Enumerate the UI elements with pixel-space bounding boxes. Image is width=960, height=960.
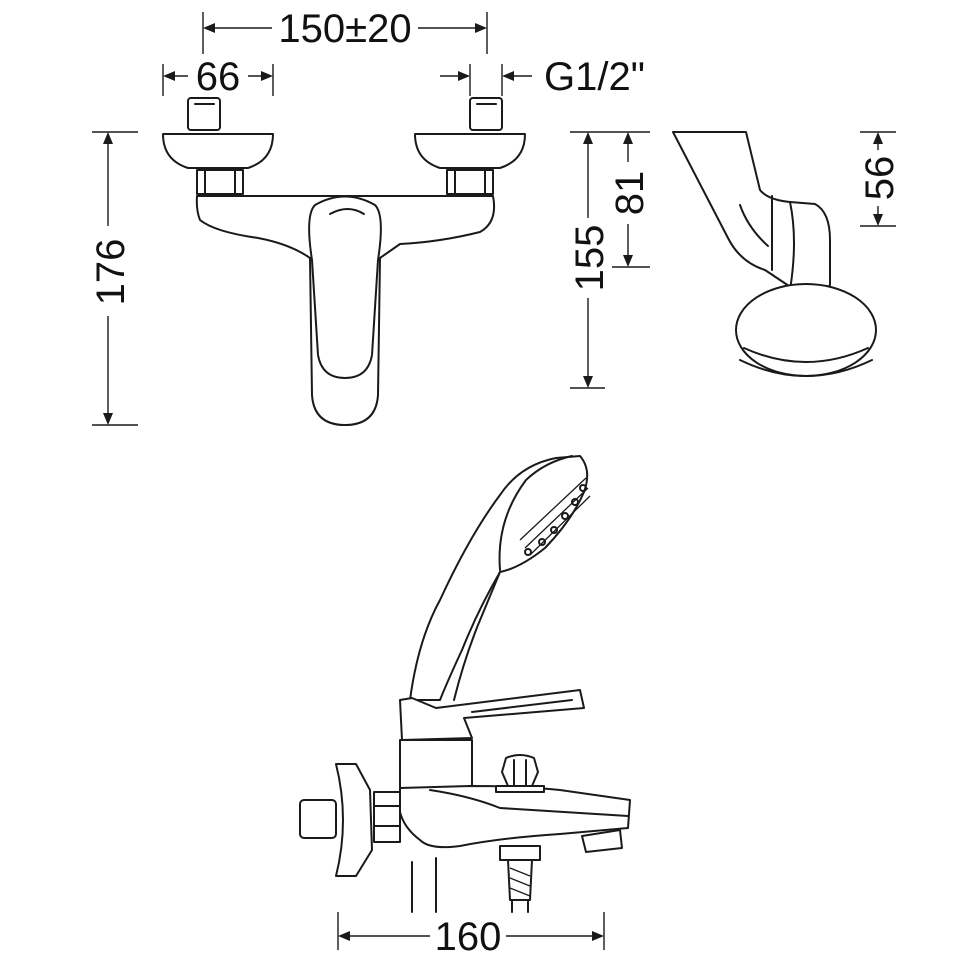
dim-height-body: 155	[568, 225, 612, 292]
dim-height-spout: 81	[608, 171, 652, 216]
dim-inlet-width: 66	[196, 55, 241, 99]
profile-view: 160	[299, 455, 631, 959]
dim-spout-length: 160	[435, 915, 502, 959]
dim-spacing: 150±20	[278, 7, 411, 51]
front-view: 150±20 66 G1/2" 176	[88, 7, 645, 426]
side-view: 56	[672, 131, 902, 377]
side-dimensions: 155 81	[568, 131, 652, 389]
dim-height-total: 176	[89, 239, 133, 306]
dim-handle-height: 56	[858, 156, 902, 201]
dim-thread: G1/2"	[544, 55, 645, 99]
